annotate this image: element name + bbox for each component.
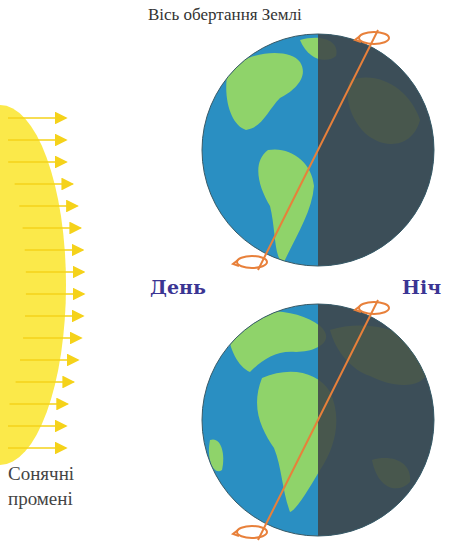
day-label: День	[150, 275, 206, 300]
sun-ray	[10, 403, 68, 405]
sun-ray	[8, 425, 66, 427]
sun-ray	[8, 161, 66, 163]
sun	[0, 105, 66, 465]
sun-ray	[20, 359, 78, 361]
sun-ray	[19, 205, 77, 207]
sun-ray	[26, 271, 84, 273]
earth-globe	[200, 30, 448, 270]
sun-ray	[26, 293, 84, 295]
sun-ray	[8, 139, 66, 141]
night-label: Ніч	[402, 275, 441, 300]
sun-ray	[8, 447, 66, 449]
rotation-axis	[233, 30, 389, 540]
earth-globe	[200, 300, 448, 540]
sun-rays-label: Сонячні промені	[8, 462, 118, 511]
sun-ray	[15, 183, 73, 185]
sun-rays	[8, 118, 84, 448]
sun-ray	[23, 227, 81, 229]
sun-ray	[16, 381, 74, 383]
sun-ray	[25, 249, 83, 251]
sun-ray	[8, 117, 66, 119]
axis-label: Вісь обертання Землі	[148, 4, 302, 26]
sun-ray	[23, 337, 81, 339]
sun-ray	[25, 315, 83, 317]
